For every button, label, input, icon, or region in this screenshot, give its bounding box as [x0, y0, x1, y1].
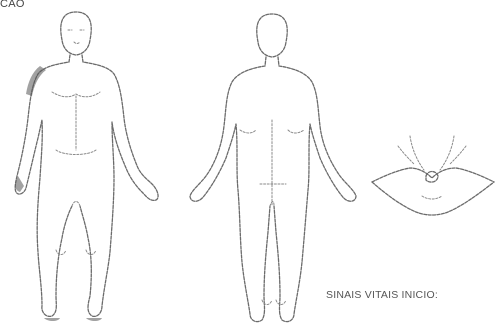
- perineum-figure: [372, 136, 494, 215]
- body-front-figure: [15, 12, 158, 321]
- vitals-start-label: SINAIS VITAIS INICIO:: [326, 289, 438, 301]
- body-back-figure: [190, 14, 356, 322]
